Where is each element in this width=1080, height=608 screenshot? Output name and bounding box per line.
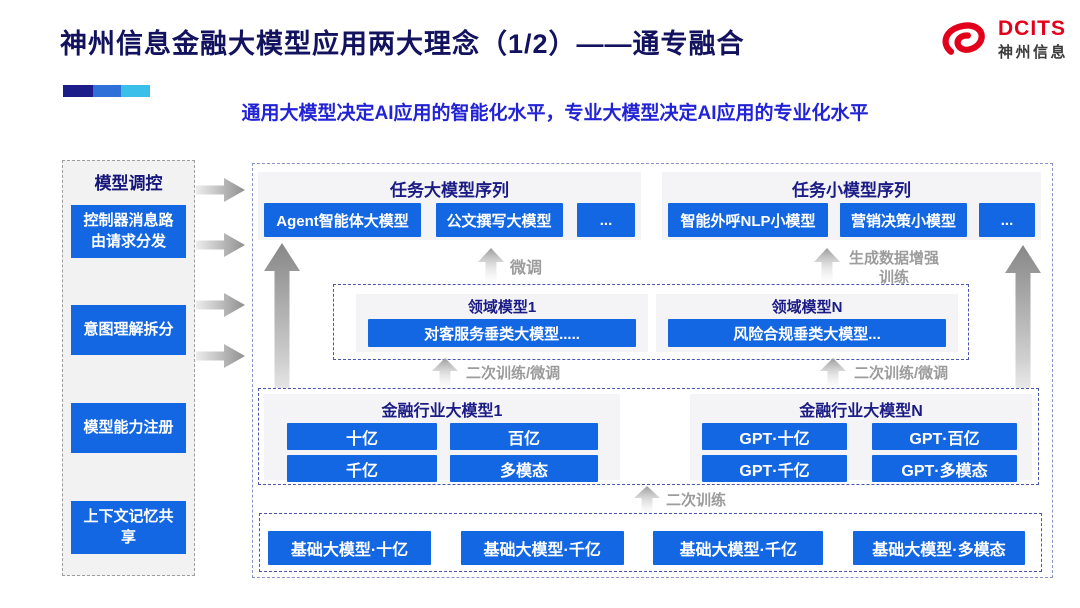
tall-up-arrow-icon	[1005, 245, 1041, 451]
base-model-100b-b: 基础大模型·千亿	[653, 531, 824, 565]
domain-group-n: 领域模型N 风险合规垂类大模型...	[656, 294, 958, 352]
model-box-document: 公文撰写大模型	[435, 203, 563, 237]
industry-group-1: 金融行业大模型1 十亿 百亿 千亿 多模态	[264, 394, 620, 482]
model-box-more: ...	[979, 203, 1035, 237]
sidebar-item-context: 上下文记忆共享	[71, 501, 186, 554]
domain-group-1-title: 领域模型1	[467, 299, 537, 316]
sidebar-item-intent: 意图理解拆分	[71, 305, 186, 355]
small-up-arrow-icon	[432, 358, 458, 388]
domain-group-1: 领域模型1 对客服务垂类大模型.....	[356, 294, 648, 352]
small-up-arrow-icon	[820, 358, 846, 388]
model-box-more: ...	[577, 203, 635, 237]
sidebar-title: 模型调控	[94, 174, 163, 193]
dcits-logo: DCITS 神州信息	[933, 16, 1068, 64]
label-finetune: 微调	[510, 260, 543, 277]
domain-group-n-title: 领域模型N	[771, 299, 843, 316]
model-box-gpt-10b: GPT·百亿	[872, 423, 1017, 450]
label-gen-data-training: 生成数据增强训练	[848, 250, 939, 286]
small-up-arrow-icon	[634, 486, 660, 514]
model-box-marketing: 营销决策小模型	[840, 203, 967, 237]
accent-segment-blue	[93, 85, 121, 97]
logo-text: DCITS 神州信息	[998, 18, 1068, 61]
task-small-title: 任务小模型序列	[792, 181, 911, 200]
industry-group-n: 金融行业大模型N GPT·十亿 GPT·百亿 GPT·千亿 GPT·多模态	[690, 394, 1032, 482]
model-box-1b: 十亿	[287, 423, 437, 450]
model-box-gpt-100b: GPT·千亿	[702, 455, 847, 482]
task-large-model-group: 任务大模型序列 Agent智能体大模型 公文撰写大模型 ...	[258, 172, 641, 240]
sidebar-item-register: 模型能力注册	[71, 403, 186, 453]
sidebar-item-router: 控制器消息路由请求分发	[71, 205, 186, 258]
sidebar-model-control: 模型调控 控制器消息路由请求分发 意图理解拆分 模型能力注册 上下文记忆共享	[62, 160, 195, 576]
base-model-band: 基础大模型·十亿 基础大模型·千亿 基础大模型·千亿 基础大模型·多模态	[259, 513, 1042, 572]
title-accent-bar	[63, 85, 150, 97]
model-box-10b: 百亿	[450, 423, 598, 450]
tall-up-arrow-icon	[264, 243, 300, 459]
accent-segment-dark	[63, 85, 93, 97]
label-retrain-finetune-right: 二次训练/微调	[854, 365, 949, 382]
slide-subtitle: 通用大模型决定AI应用的智能化水平，专业大模型决定AI应用的专业化水平	[241, 103, 869, 124]
small-up-arrow-icon	[814, 248, 840, 282]
model-box-gpt-multimodal: GPT·多模态	[872, 455, 1017, 482]
industry-group-1-title: 金融行业大模型1	[381, 403, 503, 420]
model-box-100b: 千亿	[287, 455, 437, 482]
task-large-title: 任务大模型序列	[390, 181, 509, 200]
model-box-risk-compliance: 风险合规垂类大模型...	[668, 319, 946, 347]
accent-segment-cyan	[121, 85, 150, 97]
dcits-swirl-icon	[942, 22, 985, 55]
page-title: 神州信息金融大模型应用两大理念（1/2）——通专融合	[60, 29, 745, 59]
flow-right-arrow-icon	[196, 178, 245, 202]
label-retrain: 二次训练	[666, 492, 727, 509]
flow-right-arrow-icon	[196, 344, 245, 368]
flow-right-arrow-icon	[196, 293, 245, 317]
model-box-agent: Agent智能体大模型	[264, 203, 421, 237]
small-up-arrow-icon	[478, 248, 504, 282]
task-small-model-group: 任务小模型序列 智能外呼NLP小模型 营销决策小模型 ...	[662, 172, 1041, 240]
label-retrain-finetune-left: 二次训练/微调	[466, 365, 561, 382]
industry-group-n-title: 金融行业大模型N	[799, 403, 923, 420]
domain-model-container: 领域模型1 对客服务垂类大模型..... 领域模型N 风险合规垂类大模型...	[333, 284, 969, 360]
base-model-100b-a: 基础大模型·千亿	[460, 531, 624, 565]
model-box-gpt-1b: GPT·十亿	[702, 423, 847, 450]
logo-brand-cn: 神州信息	[998, 43, 1069, 61]
model-box-nlp-callout: 智能外呼NLP小模型	[668, 203, 828, 237]
base-model-multimodal: 基础大模型·多模态	[852, 531, 1025, 565]
logo-brand-en: DCITS	[998, 17, 1066, 41]
base-model-1b: 基础大模型·十亿	[268, 531, 431, 565]
model-box-multimodal: 多模态	[450, 455, 598, 482]
industry-model-band: 金融行业大模型1 十亿 百亿 千亿 多模态 金融行业大模型N GPT·十亿 GP…	[258, 388, 1039, 485]
flow-right-arrow-icon	[196, 233, 245, 257]
model-box-customer-service: 对客服务垂类大模型.....	[368, 319, 636, 347]
